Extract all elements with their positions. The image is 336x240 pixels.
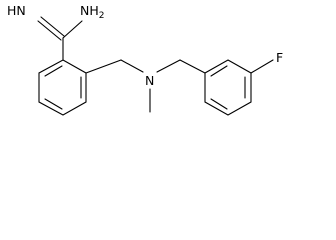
c-f-bond [250,59,274,74]
benzylic-bond-left [85,59,122,74]
fluorine-label: F [276,50,283,65]
ch2-to-n-bond [120,59,144,73]
benzene-ring-right [204,59,252,116]
chemical-structure-diagram: HN NH2 N F [7,3,283,116]
n-to-ch2-bond [156,59,181,73]
benzene-ring-left [38,59,87,116]
imine-nh-label: HN [7,3,26,18]
ring-right-inner-bond-2 [210,98,228,110]
ring-left-inner-bond-1 [44,65,63,77]
benzylic-bond-right [179,59,206,74]
ring-left-inner-bond-2 [44,98,63,110]
imine-double-bond-a [40,16,65,37]
ring-right-inner-bond-1 [210,65,228,77]
structure-canvas: HN NH2 N F [7,3,283,116]
imine-double-bond-b [37,20,62,41]
amine-nh2-label: NH2 [80,3,104,21]
tertiary-amine-n-label: N [145,73,154,88]
amidine-carbon-nh2-bond [62,20,83,39]
